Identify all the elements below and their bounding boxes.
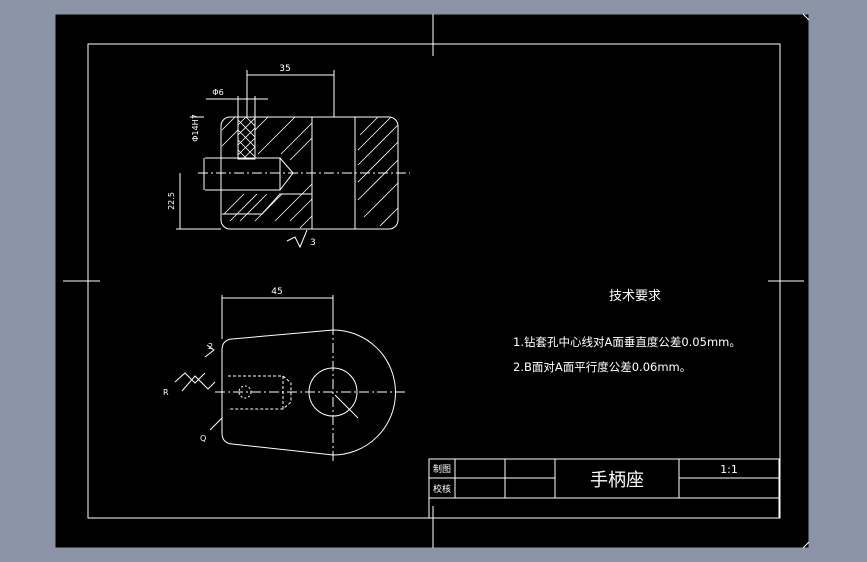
drawing-title: 手柄座	[590, 470, 644, 491]
tech-item-2: 2.B面对A面平行度公差0.06mm。	[513, 360, 691, 374]
pin-hole	[238, 385, 252, 399]
checked-label: 校核	[433, 483, 451, 495]
centering-marks	[63, 14, 804, 548]
label-2: 2	[208, 342, 213, 351]
section-view	[176, 70, 410, 249]
knurl-hatch	[237, 116, 256, 160]
title-block	[428, 458, 780, 519]
tech-item-1: 1.钻套孔中心线对A面垂直度公差0.05mm。	[513, 335, 741, 349]
label-r: R	[163, 388, 169, 397]
tech-heading: 技术要求	[609, 289, 661, 304]
dim-hole-dia: Φ6	[212, 88, 223, 97]
dim-roughness: 3	[310, 238, 316, 248]
dim-height: 22.5	[167, 192, 176, 210]
dim-fit: Φ14H7	[191, 114, 200, 142]
plan-outline	[221, 329, 396, 456]
dim-top-width: 35	[279, 64, 290, 74]
drawn-label: 制图	[433, 463, 451, 475]
section-hatch	[221, 116, 399, 229]
plan-view	[174, 295, 405, 462]
drawing-scale: 1:1	[720, 463, 738, 476]
label-q: Q	[200, 434, 206, 443]
corner-ticks	[802, 13, 810, 549]
dim-bottom-width: 45	[271, 287, 282, 297]
